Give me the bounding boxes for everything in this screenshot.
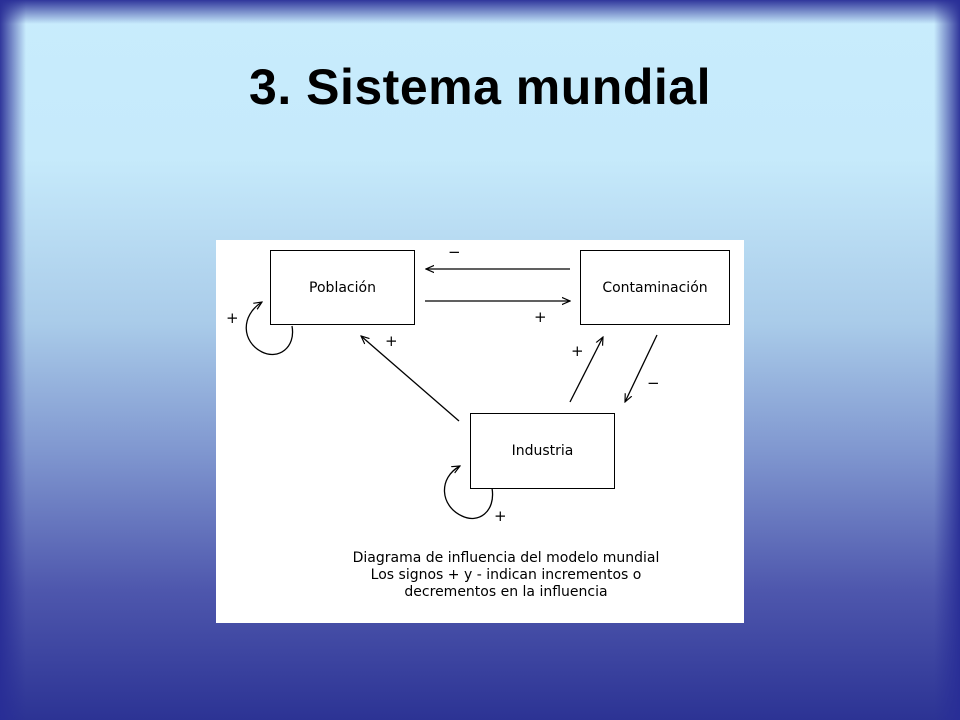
sign-industria-to-poblacion: + xyxy=(385,332,398,350)
sign-poblacion-to-contaminacion: + xyxy=(534,308,547,326)
poblacion-self-loop xyxy=(245,302,294,356)
node-contaminacion: Contaminación xyxy=(580,250,730,325)
node-industria-label: Industria xyxy=(511,443,574,459)
sign-industria-self-loop: + xyxy=(494,507,507,525)
node-poblacion: Población xyxy=(270,250,415,325)
slide-title: 3. Sistema mundial xyxy=(249,59,711,115)
arrow-industria-to-contaminacion xyxy=(569,337,603,403)
caption-line-1: Diagrama de influencia del modelo mundia… xyxy=(352,550,660,566)
sign-contaminacion-to-poblacion: − xyxy=(448,243,461,261)
sign-industria-to-contaminacion: + xyxy=(571,342,584,360)
arrow-industria-to-poblacion xyxy=(361,336,460,422)
industria-self-loop xyxy=(443,466,494,520)
node-industria: Industria xyxy=(470,413,615,489)
influence-diagram: Población Contaminación Industria − + + … xyxy=(216,240,744,623)
node-poblacion-label: Población xyxy=(309,279,376,296)
arrow-contaminacion-to-industria xyxy=(625,334,658,402)
diagram-caption: Diagrama de influencia del modelo mundia… xyxy=(316,550,696,601)
caption-line-3: decrementos en la influencia xyxy=(404,584,608,600)
caption-line-2: Los signos + y - indican incrementos o xyxy=(370,567,642,583)
node-contaminacion-label: Contaminación xyxy=(602,279,708,296)
sign-poblacion-self-loop: + xyxy=(226,309,239,327)
sign-contaminacion-to-industria: − xyxy=(647,374,660,392)
diagram-arrows xyxy=(245,240,658,520)
